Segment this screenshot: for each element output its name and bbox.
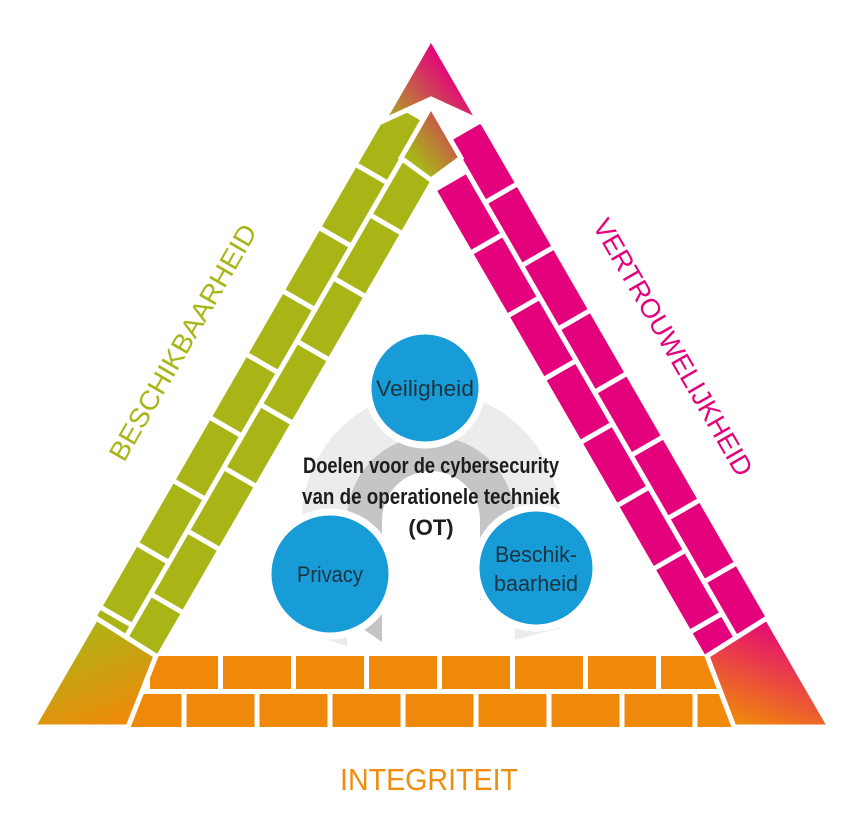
brick [322,167,385,243]
brick [186,694,255,727]
brick [656,553,719,630]
brick [102,546,166,623]
brick [139,483,203,560]
brick [223,656,291,689]
circle-privacy [264,508,396,640]
center-title-line1: Doelen voor de cybersecurity [303,453,560,478]
brick [515,656,583,689]
brick [524,250,588,326]
band-right-vertrouwelijkheid [437,123,807,705]
brick [300,281,363,357]
brick [707,566,770,642]
circle-label-beschik-line1: Beschik- [495,542,577,567]
brick [212,357,276,433]
brick [451,123,515,200]
brick [259,694,328,727]
brick [248,293,312,370]
brick [332,694,401,727]
bottom-right-corner-piece [703,614,835,730]
brick [597,376,661,453]
bottom-left-corner-piece [28,614,160,730]
apex-inner-piece [397,100,465,184]
brick [510,300,573,377]
brick [190,471,254,547]
brick [551,694,620,727]
brick [488,186,551,263]
apex-corner-piece [376,33,486,127]
circle-beschikbaarheid [472,504,600,632]
brick [634,439,697,516]
brick [583,427,646,503]
brick [150,656,218,689]
band-bottom-integriteit [113,656,766,727]
brick [478,694,547,727]
brick [546,364,610,440]
center-title-line2: van de operationele techniek [302,484,561,509]
circle-label-beschik-line2: baarheid [494,571,578,596]
brick [442,656,510,689]
brick [285,230,349,307]
circle-label-veiligheid: Veiligheid [376,376,474,401]
brick [358,104,422,180]
brick [670,503,734,579]
center-title-line3: (OT) [408,515,453,540]
brick [588,656,656,689]
brick [624,694,693,727]
brick [263,344,327,420]
brick [175,420,239,496]
brick [405,694,474,727]
circle-veiligheid [364,327,486,449]
circle-label-privacy: Privacy [297,562,363,587]
brick [227,407,290,484]
brick [336,218,400,294]
arch-inner-band [347,436,515,642]
brick [154,534,217,610]
arch-outer-band [302,391,560,646]
brick [619,490,683,566]
label-integriteit: INTEGRITEIT [340,762,518,797]
brick [437,174,500,250]
brick [561,313,624,389]
brick [369,656,437,689]
brick [473,237,537,313]
brick [296,656,364,689]
